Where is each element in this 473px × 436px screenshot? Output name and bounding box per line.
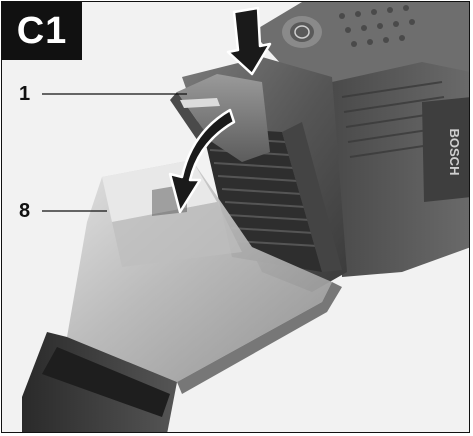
vacuum-illustration: BOSCH (2, 2, 469, 432)
arrow-down-icon (226, 6, 272, 76)
nozzle (22, 332, 177, 432)
brand-logo: BOSCH (447, 129, 462, 176)
callout-number-1: 1 (19, 83, 31, 105)
dust-container (67, 160, 342, 394)
curved-arrow-icon (168, 108, 236, 214)
callout-number-8: 8 (19, 200, 31, 222)
figure-label: C1 (2, 2, 82, 60)
